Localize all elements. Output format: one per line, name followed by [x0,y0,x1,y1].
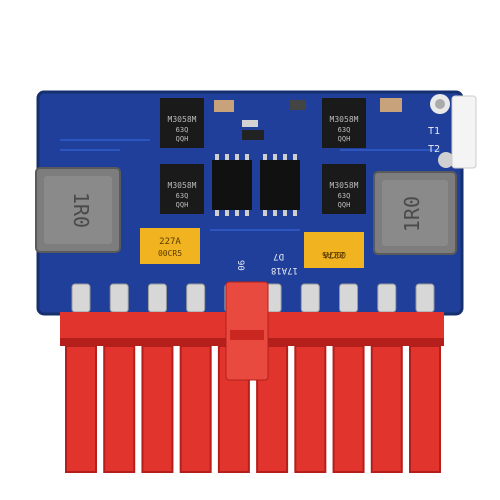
svg-text:63Q: 63Q [176,192,189,200]
solder-pad [377,283,397,313]
capacitor-right: 227A 00CR5 [304,232,364,268]
connector-pin [409,345,441,473]
silk-d7: D7 [273,251,284,261]
connector-pin [332,345,365,473]
solder-pad [147,283,167,313]
atx-connector [60,281,444,473]
svg-text:63Q: 63Q [176,126,189,134]
inductor-right: 1R0 [373,171,457,255]
mosfet-top-left: M3058M 63Q QQH [160,98,204,148]
mosfet-mid-right: M3058M 63Q QQH [322,164,366,214]
connector-pin [65,345,97,473]
connector-pin [141,345,174,473]
solder-pad [71,283,91,313]
connector-pin [370,345,403,473]
inductor-left: 1R0 [35,167,121,253]
solder-pad [186,283,206,313]
svg-text:M3058M: M3058M [330,181,359,190]
svg-text:00CR5: 00CR5 [322,250,346,259]
side-terminal-block [451,95,477,169]
svg-text:63Q: 63Q [338,192,351,200]
silk-t1: T1 [428,126,440,137]
silk-side: 90 [235,260,245,271]
solder-pad [415,283,435,313]
solder-pad [339,283,359,313]
capacitor-label: 227A [159,237,181,247]
solder-pad [300,283,320,313]
connector-pin [103,345,136,473]
connector-pin [179,345,212,473]
svg-text:M3058M: M3058M [330,115,359,124]
mosfet-label: M3058M [168,115,197,124]
solder-pad [109,283,129,313]
silk-t2: T2 [428,144,440,155]
inductor-label-right: 1R0 [400,196,424,232]
ic-chips [212,98,402,216]
svg-text:63Q: 63Q [338,126,351,134]
inductor-label-left: 1R0 [69,192,93,228]
svg-text:QQH: QQH [176,201,189,209]
mosfet-mid-left: M3058M 63Q QQH [160,164,204,214]
svg-text:QQH: QQH [176,135,189,143]
svg-text:00CR5: 00CR5 [158,249,182,258]
connector-pin [294,345,327,473]
capacitor-left: 227A 00CR5 [140,228,200,264]
svg-text:QQH: QQH [338,201,351,209]
mosfet-top-right: M3058M 63Q QQH [322,98,366,148]
svg-text:M3058M: M3058M [168,181,197,190]
svg-text:QQH: QQH [338,135,351,143]
silk-date: 17A18 [271,265,298,275]
svg-text:227A: 227A [323,249,345,259]
